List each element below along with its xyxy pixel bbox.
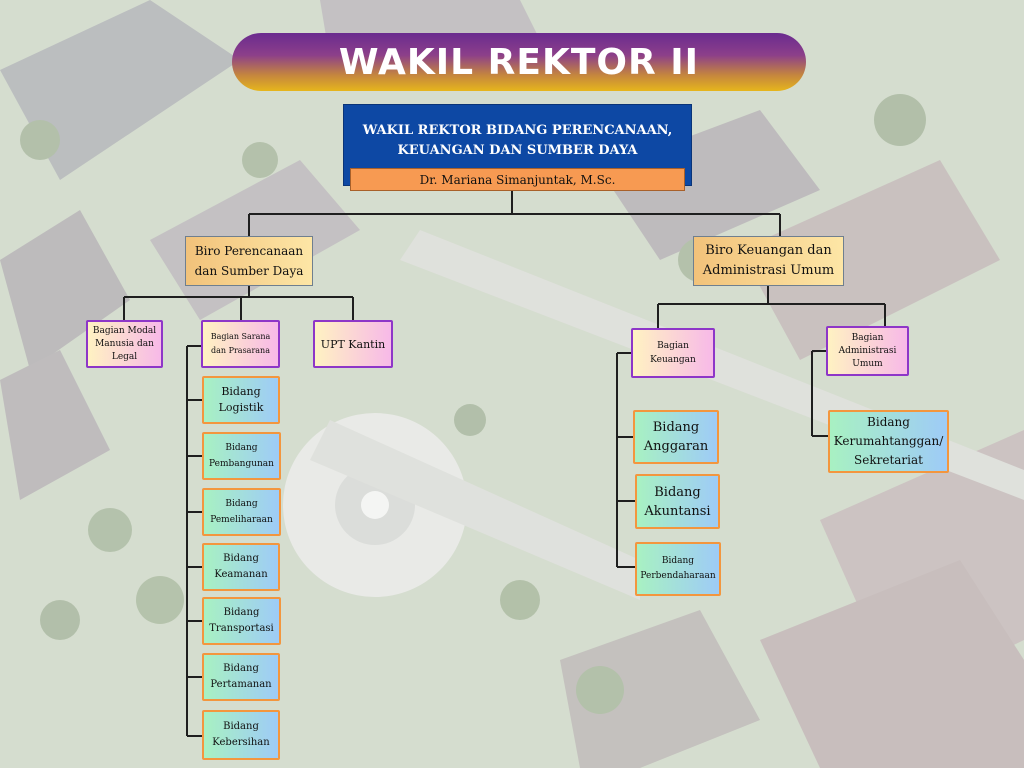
bidang-label: Bidang [225,499,258,509]
bagian-modal-manusia-box: Bagian Modal Manusia dan Legal [86,320,163,368]
upt-kantin-label: UPT Kantin [320,337,386,351]
bidang-label: Bidang [223,663,259,674]
bidang-pertamanan-name: Pertamanan [210,679,272,690]
bidang-logistik-name: Logistik [218,401,264,414]
biro-perencanaan-box: Biro Perencanaan dan Sumber Daya [185,236,313,286]
bagian-administrasi-box: Bagian Administrasi Umum [826,326,909,376]
bidang-label: Bidang [225,443,258,453]
bidang-kerumahtanggan-name: Kerumahtanggan/ [833,434,944,448]
bidang-label: Bidang [223,721,259,732]
bidang-label: Bidang [654,484,701,500]
bidang-pembangunan-name: Pembangunan [209,459,274,469]
bagian-sarana-line-1: Bagian Sarana [210,332,271,341]
biro-perencanaan-line-2: dan Sumber Daya [194,264,304,278]
biro-keuangan-line-1: Biro Keuangan dan [705,243,832,258]
wakil-rektor-title-line-1: WAKIL REKTOR BIDANG PERENCANAAN, [362,123,673,138]
bidang-transportasi-name: Transportasi [209,623,274,634]
bagian-admin-line-1: Bagian [851,332,884,343]
bagian-sarana-box: Bagian Sarana dan Prasarana [201,320,280,368]
bagian-sarana-line-2: dan Prasarana [211,346,270,355]
biro-keuangan-line-2: Administrasi Umum [702,263,835,278]
wakil-rektor-title: WAKIL REKTOR BIDANG PERENCANAAN, KEUANGA… [344,121,691,161]
bagian-admin-line-2: Administrasi [838,345,897,356]
bidang-kerumahtanggan-box: Bidang Kerumahtanggan/ Sekretariat [828,410,949,473]
bidang-label: Bidang [223,553,259,564]
bidang-label: Bidang [652,420,700,435]
bagian-modal-line-3: Legal [111,351,138,362]
bidang-perbendaharaan-name: Perbendaharaan [640,571,716,581]
page-title: WAKIL REKTOR II [338,41,700,83]
bidang-anggaran-name: Anggaran [643,439,709,454]
wakil-rektor-box: WAKIL REKTOR BIDANG PERENCANAAN, KEUANGA… [343,104,692,191]
wakil-rektor-title-line-2: KEUANGAN DAN SUMBER DAYA [397,143,638,158]
bagian-keuangan-box: Bagian Keuangan [631,328,715,378]
biro-keuangan-box: Biro Keuangan dan Administrasi Umum [693,236,844,286]
title-banner: WAKIL REKTOR II [232,33,806,91]
bidang-pemeliharaan-name: Pemeliharaan [210,515,273,525]
bidang-label: Bidang [223,607,260,618]
bagian-keuangan-line-2: Keuangan [650,355,696,365]
bidang-label: Bidang [661,556,695,566]
bagian-keuangan-line-1: Bagian [657,341,689,351]
bidang-keamanan-name: Keamanan [214,569,268,580]
wakil-rektor-name: Dr. Mariana Simanjuntak, M.Sc. [350,168,685,191]
bidang-akuntansi-name: Akuntansi [644,503,711,519]
bidang-label: Bidang [221,385,261,398]
bidang-label: Bidang [867,415,910,429]
bagian-modal-line-2: Manusia dan [95,338,154,349]
upt-kantin-box: UPT Kantin [313,320,393,368]
bagian-modal-line-1: Bagian Modal [92,325,157,336]
biro-perencanaan-line-1: Biro Perencanaan [194,244,304,258]
bagian-admin-line-3: Umum [852,358,883,369]
bidang-sekretariat-name: Sekretariat [854,453,923,467]
bidang-kebersihan-name: Kebersihan [212,737,270,748]
